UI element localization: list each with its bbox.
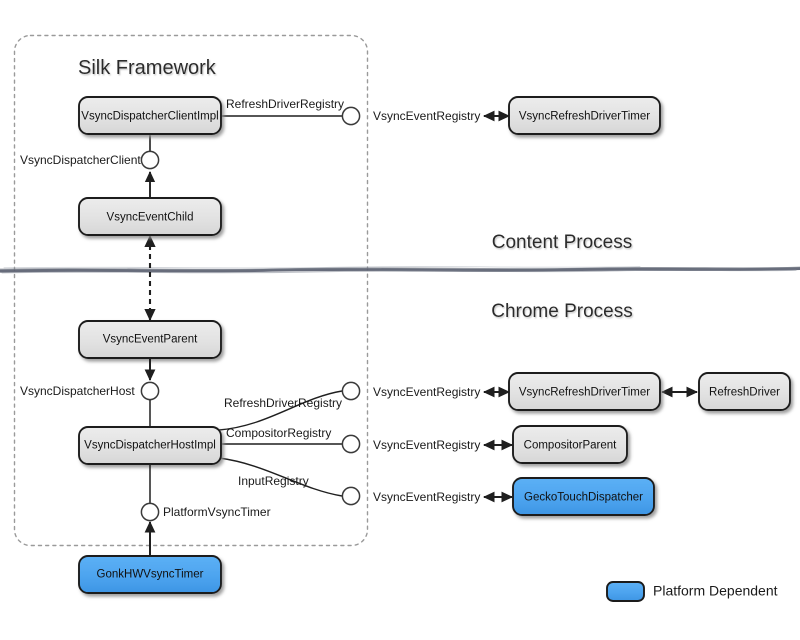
node-label: GonkHWVsyncTimer bbox=[97, 569, 204, 581]
node-gecko-touch-dispatcher[interactable]: GeckoTouchDispatcher bbox=[512, 477, 655, 516]
node-label: VsyncDispatcherHostImpl bbox=[84, 440, 216, 452]
edge-refresh-driver-registry-bottom bbox=[218, 390, 343, 431]
legend-swatch-platform-dependent bbox=[606, 581, 645, 602]
label-refresh-driver-registry-bottom: RefreshDriverRegistry bbox=[224, 396, 342, 410]
node-label: VsyncEventChild bbox=[107, 212, 194, 224]
node-compositor-parent[interactable]: CompositorParent bbox=[512, 425, 628, 464]
legend-label-platform-dependent: Platform Dependent bbox=[653, 583, 778, 599]
label-vsync-dispatcher-host: VsyncDispatcherHost bbox=[20, 384, 135, 398]
node-vsync-dispatcher-host-impl[interactable]: VsyncDispatcherHostImpl bbox=[78, 426, 222, 465]
lollipop-platform-vsync-timer bbox=[140, 502, 160, 522]
lollipop-compositor-registry bbox=[341, 434, 361, 454]
label-vsync-dispatcher-client: VsyncDispatcherClient bbox=[20, 153, 141, 167]
node-vsync-dispatcher-client-impl[interactable]: VsyncDispatcherClientImpl bbox=[78, 96, 222, 135]
node-label: VsyncRefreshDriverTimer bbox=[519, 387, 650, 399]
lollipop-vsync-dispatcher-client bbox=[140, 150, 160, 170]
legend: Platform Dependent bbox=[606, 581, 778, 602]
silk-framework-container bbox=[13, 34, 369, 547]
label-vsync-event-registry-refresh: VsyncEventRegistry bbox=[373, 385, 480, 399]
label-compositor-registry: CompositorRegistry bbox=[226, 426, 331, 440]
node-label: GeckoTouchDispatcher bbox=[524, 492, 643, 504]
lollipop-refresh-driver-registry-top bbox=[341, 106, 361, 126]
node-vsync-event-child[interactable]: VsyncEventChild bbox=[78, 197, 222, 236]
label-vsync-event-registry-input: VsyncEventRegistry bbox=[373, 490, 480, 504]
node-label: CompositorParent bbox=[524, 440, 617, 452]
label-refresh-driver-registry-top: RefreshDriverRegistry bbox=[226, 97, 344, 111]
chrome-process-label: Chrome Process bbox=[491, 301, 633, 322]
edge-input-registry bbox=[218, 457, 343, 497]
node-label: RefreshDriver bbox=[709, 387, 780, 399]
node-gonk-hw-vsync-timer[interactable]: GonkHWVsyncTimer bbox=[78, 555, 222, 594]
node-vsync-refresh-driver-timer-chrome[interactable]: VsyncRefreshDriverTimer bbox=[508, 372, 661, 411]
label-vsync-event-registry-compositor: VsyncEventRegistry bbox=[373, 438, 480, 452]
node-vsync-event-parent[interactable]: VsyncEventParent bbox=[78, 320, 222, 359]
node-label: VsyncRefreshDriverTimer bbox=[519, 111, 650, 123]
node-vsync-refresh-driver-timer-content[interactable]: VsyncRefreshDriverTimer bbox=[508, 96, 661, 135]
node-refresh-driver[interactable]: RefreshDriver bbox=[698, 372, 791, 411]
node-label: VsyncEventParent bbox=[103, 334, 198, 346]
label-vsync-event-registry-content: VsyncEventRegistry bbox=[373, 109, 480, 123]
lollipop-vsync-dispatcher-host bbox=[140, 381, 160, 401]
lollipop-input-registry bbox=[341, 486, 361, 506]
silk-framework-title: Silk Framework bbox=[78, 57, 217, 79]
content-process-label: Content Process bbox=[492, 232, 632, 253]
lollipop-refresh-driver-registry-bottom bbox=[341, 381, 361, 401]
label-input-registry: InputRegistry bbox=[238, 474, 309, 488]
node-label: VsyncDispatcherClientImpl bbox=[81, 111, 218, 123]
label-platform-vsync-timer: PlatformVsyncTimer bbox=[163, 505, 271, 519]
process-divider bbox=[0, 266, 800, 274]
